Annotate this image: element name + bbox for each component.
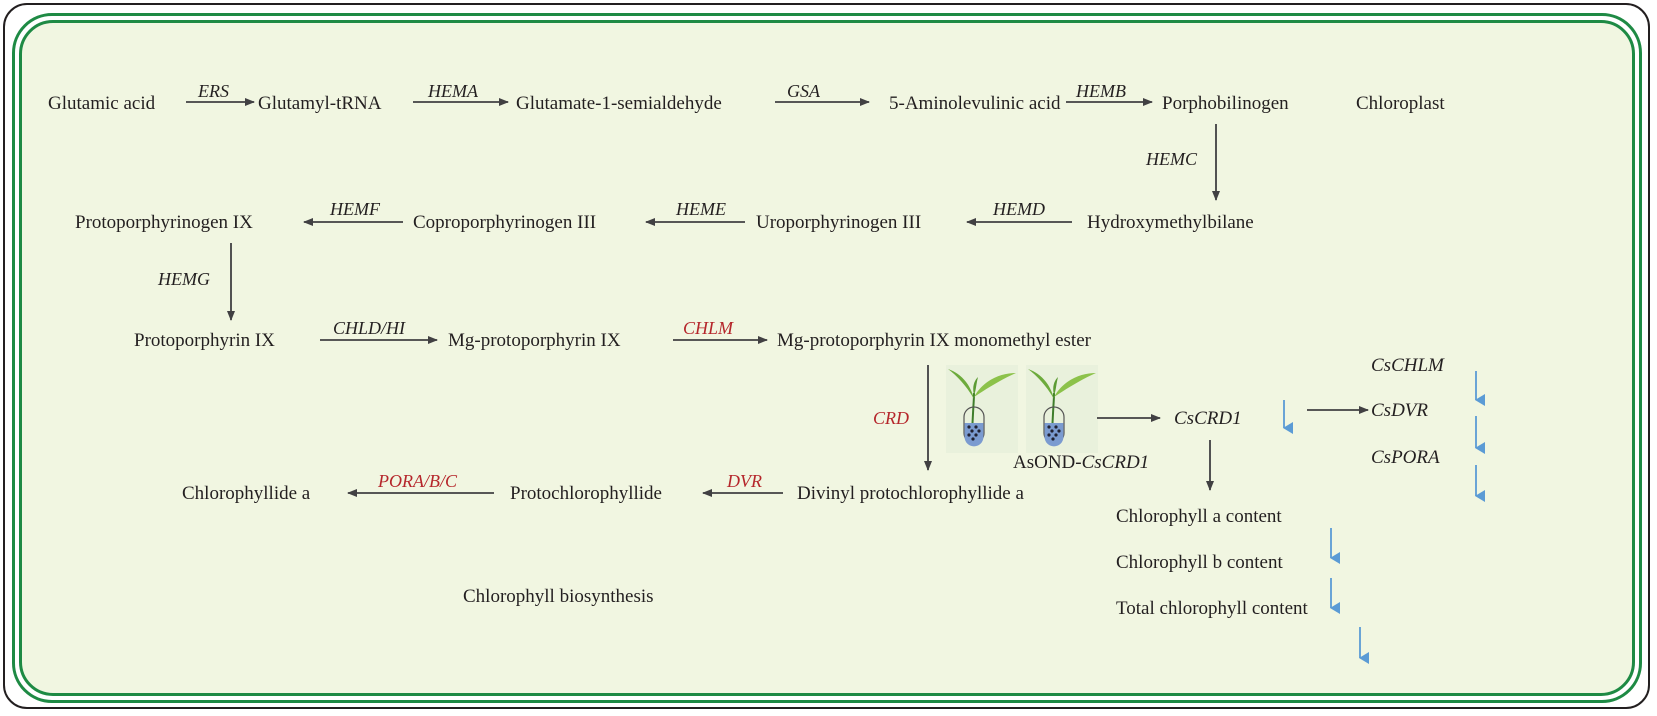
enzyme-heme: HEME <box>676 199 726 219</box>
compound-divinyl-protochlorophyllide: Divinyl protochlorophyllide a <box>797 483 1024 504</box>
compound-hydroxymethylbilane: Hydroxymethylbilane <box>1087 212 1254 233</box>
compound-protochlorophyllide: Protochlorophyllide <box>510 483 662 504</box>
chloroplast-label: Chloroplast <box>1356 93 1445 114</box>
compound-porphobilinogen: Porphobilinogen <box>1162 93 1289 114</box>
tea-plant-in-tube-icon <box>1026 365 1098 453</box>
enzyme-por: PORA/B/C <box>378 471 457 491</box>
enzyme-hemg: HEMG <box>158 269 210 289</box>
enzyme-chld-hi: CHLD/HI <box>333 318 406 338</box>
compound-uroporphyrinogen: Uroporphyrinogen III <box>756 212 922 233</box>
downstream-gene-pora: CsPORA <box>1371 447 1440 468</box>
diagram-title: Chlorophyll biosynthesis <box>463 586 654 607</box>
treatment-prefix: AsOND- <box>1013 452 1082 473</box>
enzyme-gsa: GSA <box>787 81 820 101</box>
enzyme-chlm: CHLM <box>683 318 734 338</box>
phenotype-chl-b: Chlorophyll b content <box>1116 552 1283 573</box>
enzyme-hemd: HEMD <box>993 199 1045 219</box>
compound-glutamic-acid: Glutamic acid <box>48 93 156 114</box>
compound-mg-protoporphyrin-monomethyl-ester: Mg-protoporphyrin IX monomethyl ester <box>777 330 1091 351</box>
compound-aminolevulinic-acid: 5-Aminolevulinic acid <box>889 93 1061 114</box>
treatment-label: AsOND-CsCRD1 <box>1013 453 1149 472</box>
chloroplast-membrane-inner <box>19 20 1635 696</box>
enzyme-hemf: HEMF <box>330 199 380 219</box>
compound-protoporphyrinogen: Protoporphyrinogen IX <box>75 212 253 233</box>
phenotype-chl-a: Chlorophyll a content <box>1116 506 1282 527</box>
downstream-gene-chlm: CsCHLM <box>1371 355 1444 376</box>
enzyme-dvr: DVR <box>727 471 762 491</box>
enzyme-hemc: HEMC <box>1146 149 1197 169</box>
compound-chlorophyllide-a: Chlorophyllide a <box>182 483 311 504</box>
enzyme-ers: ERS <box>198 81 229 101</box>
enzyme-hemb: HEMB <box>1076 81 1126 101</box>
downstream-gene-dvr: CsDVR <box>1371 400 1428 421</box>
enzyme-hema: HEMA <box>428 81 478 101</box>
chloroplast-membrane-outer <box>12 13 1642 703</box>
treatment-gene: CsCRD1 <box>1081 452 1150 473</box>
target-gene: CsCRD1 <box>1174 408 1242 429</box>
compound-protoporphyrin: Protoporphyrin IX <box>134 330 275 351</box>
compound-mg-protoporphyrin: Mg-protoporphyrin IX <box>448 330 621 351</box>
tea-plant-in-tube-icon <box>946 365 1018 453</box>
enzyme-crd: CRD <box>873 408 909 428</box>
compound-coproporphyrinogen: Coproporphyrinogen III <box>413 212 597 233</box>
phenotype-total-chl: Total chlorophyll content <box>1116 598 1308 619</box>
compound-glutamate-semialdehyde: Glutamate-1-semialdehyde <box>516 93 722 114</box>
compound-glutamyl-trna: Glutamyl-tRNA <box>258 93 382 114</box>
